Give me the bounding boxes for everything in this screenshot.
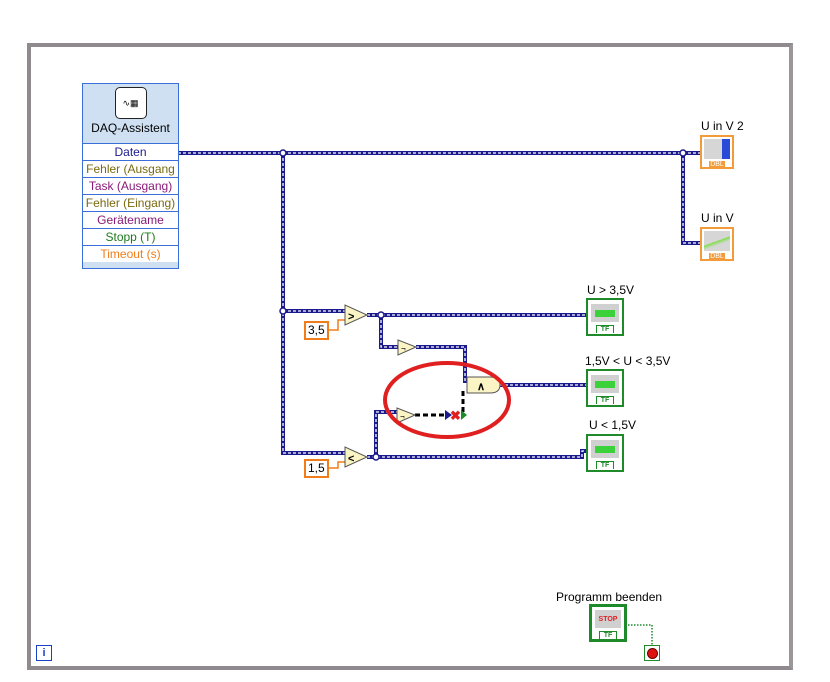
info-icon[interactable]: i (36, 645, 52, 661)
type-dbl: DBL (709, 161, 725, 168)
block-diagram-frame (27, 43, 793, 670)
greater-comparator (344, 304, 369, 326)
label-stop: Programm beenden (556, 590, 663, 604)
type-tf: TF (599, 631, 617, 639)
less-symbol: < (348, 453, 354, 465)
broken-wire (415, 390, 465, 417)
not-symbol: ¬ (400, 412, 405, 421)
terminal-fehler-ausgang[interactable]: Fehler (Ausgang (83, 160, 178, 177)
terminal-stopp[interactable]: Stopp (T) (83, 228, 178, 245)
daq-assistant-block[interactable]: ∿▦ DAQ-Assistent Daten Fehler (Ausgang Ta… (82, 83, 179, 269)
stop-if-true-icon (646, 647, 658, 659)
highlight-ellipse (383, 361, 511, 439)
not-gate-lower (396, 407, 417, 424)
constant-3-5[interactable]: 3,5 (304, 321, 329, 340)
led-below[interactable]: TF (586, 434, 624, 472)
daq-title: DAQ-Assistent (91, 121, 170, 135)
slide-icon (704, 139, 730, 159)
terminal-task-ausgang[interactable]: Task (Ausgang) (83, 177, 178, 194)
label-above: U > 3,5V (587, 283, 635, 297)
label-between: 1,5V < U < 3,5V (585, 354, 671, 368)
greater-symbol: > (348, 311, 354, 323)
constant-wires (326, 319, 345, 469)
indicator-u-in-v[interactable]: DBL (700, 227, 734, 261)
indicator-u-in-v2[interactable]: DBL (700, 135, 734, 169)
type-tf: TF (596, 325, 614, 333)
terminal-timeout[interactable]: Timeout (s) (83, 245, 178, 262)
label-u-in-v: U in V (701, 211, 734, 225)
label-u-in-v2: U in V 2 (701, 119, 744, 133)
constant-1-5[interactable]: 1,5 (304, 459, 329, 478)
label-below: U < 1,5V (589, 418, 637, 432)
not-symbol: ¬ (401, 344, 406, 353)
type-dbl: DBL (709, 253, 725, 260)
and-symbol: ∧ (477, 381, 485, 393)
terminal-daten[interactable]: Daten (83, 143, 178, 160)
less-comparator (344, 446, 369, 468)
meter-icon (704, 231, 730, 251)
stop-label: STOP (598, 615, 618, 623)
terminal-geraetename[interactable]: Gerätename (83, 211, 178, 228)
loop-condition-terminal[interactable] (644, 645, 660, 661)
wire-end-arrow-icon (445, 410, 452, 420)
led-between[interactable]: TF (586, 369, 624, 407)
broken-wire-x-icon: ✖ (450, 408, 461, 423)
led-above[interactable]: TF (586, 298, 624, 336)
terminal-fehler-eingang[interactable]: Fehler (Eingang) (83, 194, 178, 211)
daq-icon: ∿▦ (114, 87, 147, 119)
type-tf: TF (596, 396, 614, 404)
type-tf: TF (596, 461, 614, 469)
stop-button-control[interactable]: STOP TF (589, 604, 627, 642)
not-gate-upper (397, 339, 418, 356)
